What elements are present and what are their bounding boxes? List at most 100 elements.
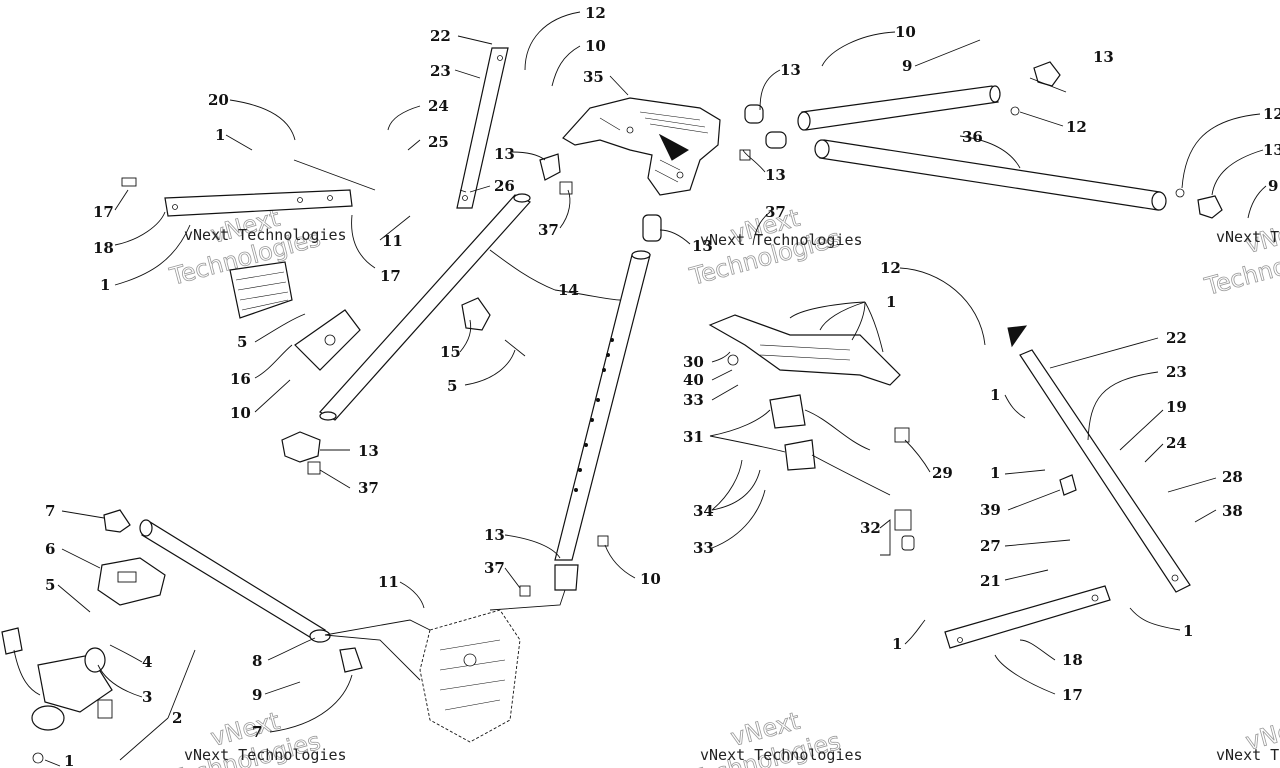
callout-label: 12	[585, 4, 606, 22]
callout-label: 9	[252, 686, 262, 704]
steering-tube-vertical	[519, 214, 662, 597]
watermark-caption: vNext Technologies	[1216, 228, 1280, 246]
callout-label: 10	[895, 23, 916, 41]
callout-label: 33	[693, 539, 714, 557]
callout-label: 32	[860, 519, 881, 537]
callout-label: 9	[1268, 177, 1278, 195]
callout-label: 37	[538, 221, 559, 239]
callout-label: 13	[494, 145, 515, 163]
callout-label: 13	[765, 166, 786, 184]
callout-label: 7	[45, 502, 55, 520]
callout-label: 36	[962, 128, 983, 146]
strap-right	[1007, 325, 1191, 593]
callout-label: 29	[932, 464, 953, 482]
callout-label: 27	[980, 537, 1001, 555]
callout-label: 35	[583, 68, 604, 86]
callout-label: 5	[45, 576, 55, 594]
callout-label: 9	[902, 57, 912, 75]
callout-label: 1	[990, 464, 1000, 482]
callout-label: 1	[892, 635, 902, 653]
callout-label: 24	[1166, 434, 1187, 452]
callout-label: 25	[428, 133, 449, 151]
callout-label: 17	[93, 203, 114, 221]
callout-label: 23	[1166, 363, 1187, 381]
leader-lines	[44, 11, 1267, 767]
callout-label: 12	[880, 259, 901, 277]
callout-label: 19	[1166, 398, 1187, 416]
callout-label: 11	[378, 573, 399, 591]
bushings-upper	[739, 61, 1223, 219]
callout-label: 12	[1066, 118, 1087, 136]
callout-label: 23	[430, 62, 451, 80]
strap-upper-left	[121, 177, 353, 217]
callout-label: 2	[172, 709, 182, 727]
callout-label: 18	[93, 239, 114, 257]
callout-label: 13	[692, 237, 713, 255]
callout-label: 14	[558, 281, 579, 299]
watermark-caption: vNext Technologies	[184, 226, 347, 244]
callout-label: 7	[252, 723, 262, 741]
parts	[1, 47, 1223, 764]
callout-label: 13	[1093, 48, 1114, 66]
strap-upper	[456, 47, 509, 209]
callout-label: 1	[100, 276, 110, 294]
mount-bracket-harness	[708, 314, 915, 551]
callout-label: 5	[237, 333, 247, 351]
callout-label: 4	[142, 653, 152, 671]
bracket-lower-left	[97, 557, 166, 606]
callout-label: 34	[693, 502, 714, 520]
callout-label: 8	[252, 652, 262, 670]
callout-label: 1	[886, 293, 896, 311]
watermark-caption: vNext Technologies	[1216, 746, 1280, 764]
callout-label: 22	[1166, 329, 1187, 347]
watermark-caption: vNext Technologies	[700, 231, 863, 249]
callout-labels: 22 12 10 23 35 10 9 13 13 20 24 1 25 12 …	[45, 4, 1280, 768]
callout-label: 15	[440, 343, 461, 361]
callout-label: 31	[683, 428, 704, 446]
callout-label: 13	[484, 526, 505, 544]
callout-label: 33	[683, 391, 704, 409]
callout-label: 40	[683, 371, 704, 389]
tube-upper-right	[797, 85, 1001, 131]
callout-label: 1	[64, 752, 74, 768]
callout-label: 6	[45, 540, 55, 558]
callout-label: 1	[1183, 622, 1193, 640]
watermark-caption: vNext Technologies	[184, 746, 347, 764]
callout-label: 11	[382, 232, 403, 250]
callout-label: 10	[585, 37, 606, 55]
callout-label: 38	[1222, 502, 1243, 520]
callout-label: 5	[447, 377, 457, 395]
watermark-caption: vNext Technologies	[700, 746, 863, 764]
callout-label: 1	[990, 386, 1000, 404]
callout-label: 1	[215, 126, 225, 144]
tube-lower-left	[103, 509, 363, 673]
callout-label: 24	[428, 97, 449, 115]
orientation-arrow-icon	[658, 133, 689, 161]
tube-lower-right	[814, 139, 1167, 211]
callout-label: 12	[1263, 105, 1280, 123]
actuator-assembly	[1, 627, 113, 764]
relay-bracket	[229, 261, 361, 371]
callout-label: 21	[980, 572, 1001, 590]
callout-label: 10	[640, 570, 661, 588]
callout-label: 30	[683, 353, 704, 371]
callout-label: 3	[142, 688, 152, 706]
callout-label: 13	[1263, 141, 1280, 159]
orientation-arrow-icon	[1007, 325, 1028, 348]
callout-label: 17	[380, 267, 401, 285]
callout-label: 20	[208, 91, 229, 109]
callout-label: 37	[765, 203, 786, 221]
frame-section	[419, 609, 521, 743]
callout-label: 39	[980, 501, 1001, 519]
steering-support-casting	[562, 97, 721, 196]
callout-label: 18	[1062, 651, 1083, 669]
steering-tube-diagonal	[281, 153, 573, 475]
callout-label: 10	[230, 404, 251, 422]
knob	[461, 297, 526, 357]
callout-label: 16	[230, 370, 251, 388]
callout-label: 37	[358, 479, 379, 497]
callout-label: 22	[430, 27, 451, 45]
callout-label: 17	[1062, 686, 1083, 704]
callout-label: 13	[358, 442, 379, 460]
